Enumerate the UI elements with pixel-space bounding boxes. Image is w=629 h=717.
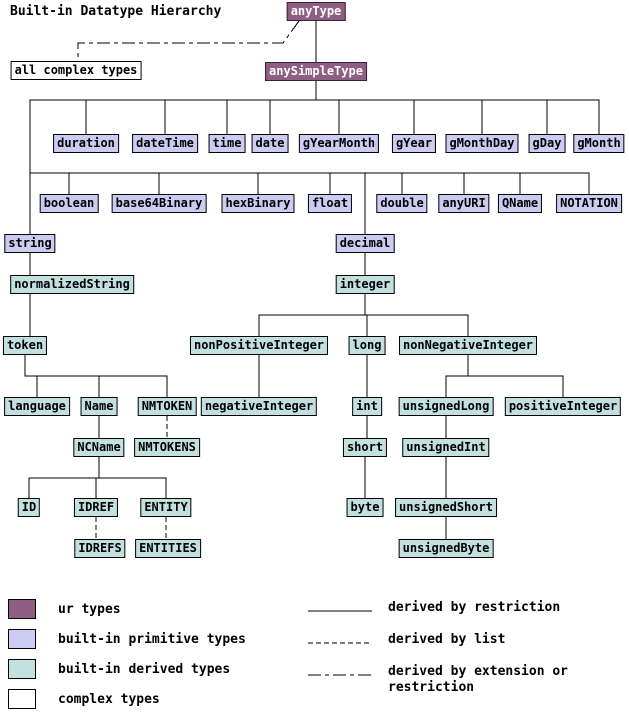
node-unsignedInt: unsignedInt xyxy=(402,438,490,457)
node-ENTITY: ENTITY xyxy=(140,498,192,517)
node-normalizedString: normalizedString xyxy=(10,275,134,294)
node-gYear: gYear xyxy=(391,134,437,153)
node-negativeInteger: negativeInteger xyxy=(200,397,318,416)
legend-type-label: complex types xyxy=(58,691,160,707)
node-unsignedLong: unsignedLong xyxy=(398,397,494,416)
edge-nonNegativeInteger-positiveInteger xyxy=(467,355,564,397)
node-allComplexTypes: all complex types xyxy=(10,61,142,80)
edge-token-NMTOKEN xyxy=(24,355,168,397)
node-positiveInteger: positiveInteger xyxy=(504,397,622,416)
legend-type-ur: ur types xyxy=(8,599,121,619)
node-gYearMonth: gYearMonth xyxy=(298,134,380,153)
edge-integer-nonNegativeInteger xyxy=(364,294,469,336)
edge-anyType-allComplexTypes xyxy=(77,20,300,61)
legend-type-primitive: built-in primitive types xyxy=(8,629,246,649)
node-byte: byte xyxy=(346,498,384,517)
node-anyType: anyType xyxy=(286,2,346,21)
node-ENTITIES: ENTITIES xyxy=(135,539,201,558)
node-gMonth: gMonth xyxy=(573,134,625,153)
node-Name: Name xyxy=(80,397,118,416)
node-unsignedByte: unsignedByte xyxy=(398,539,494,558)
node-NOTATION: NOTATION xyxy=(556,194,622,213)
node-time: time xyxy=(208,134,246,153)
legend-type-label: built-in derived types xyxy=(58,661,231,677)
legend-type-derived: built-in derived types xyxy=(8,659,230,679)
legend-swatch-ur xyxy=(8,599,36,619)
legend-line-extension-or-restriction: derived by extension or restriction xyxy=(308,664,603,696)
diagram-title: Built-in Datatype Hierarchy xyxy=(10,4,222,19)
node-decimal: decimal xyxy=(335,234,395,253)
node-short: short xyxy=(342,438,388,457)
node-anySimpleType: anySimpleType xyxy=(265,62,367,81)
edge-anySimpleType-decimal xyxy=(29,81,366,234)
legend-type-complex: complex types xyxy=(8,689,160,709)
legend-line-sample-restriction xyxy=(308,610,372,612)
node-unsignedShort: unsignedShort xyxy=(395,498,497,517)
edge-NCName-ENTITY xyxy=(98,457,167,498)
node-IDREFS: IDREFS xyxy=(74,539,126,558)
node-gDay: gDay xyxy=(528,134,566,153)
node-string: string xyxy=(4,234,56,253)
node-NMTOKENS: NMTOKENS xyxy=(134,438,200,457)
legend-line-label: derived by restriction xyxy=(388,600,561,615)
legend-swatch-primitive xyxy=(8,629,36,649)
legend-line-label: derived by extension or restriction xyxy=(388,664,569,695)
node-integer: integer xyxy=(335,275,395,294)
node-gMonthDay: gMonthDay xyxy=(445,134,519,153)
legend-line-restriction: derived by restriction xyxy=(308,600,603,619)
node-nonNegativeInteger: nonNegativeInteger xyxy=(398,336,538,355)
node-dateTime: dateTime xyxy=(132,134,198,153)
node-double: double xyxy=(376,194,428,213)
node-float: float xyxy=(307,194,353,213)
legend-line-sample-extension-or-restriction xyxy=(308,674,372,676)
node-boolean: boolean xyxy=(39,194,99,213)
legend-line-list: derived by list xyxy=(308,632,603,651)
node-NMTOKEN: NMTOKEN xyxy=(137,397,197,416)
node-base64Binary: base64Binary xyxy=(111,194,207,213)
legend-swatch-complex xyxy=(8,689,36,709)
node-nonPositiveInteger: nonPositiveInteger xyxy=(189,336,329,355)
node-QName: QName xyxy=(497,194,543,213)
legend-swatch-derived xyxy=(8,659,36,679)
node-hexBinary: hexBinary xyxy=(221,194,295,213)
node-int: int xyxy=(352,397,382,416)
legend-type-label: ur types xyxy=(58,601,121,617)
legend-type-label: built-in primitive types xyxy=(58,631,246,647)
node-language: language xyxy=(4,397,70,416)
node-date: date xyxy=(251,134,289,153)
node-token: token xyxy=(2,336,48,355)
legend-line-label: derived by list xyxy=(388,632,506,647)
legend-line-sample-list xyxy=(308,642,372,644)
node-NCName: NCName xyxy=(73,438,125,457)
node-IDREF: IDREF xyxy=(73,498,119,517)
node-long: long xyxy=(348,336,386,355)
node-ID: ID xyxy=(17,498,41,517)
node-duration: duration xyxy=(53,134,119,153)
node-anyURI: anyURI xyxy=(438,194,490,213)
